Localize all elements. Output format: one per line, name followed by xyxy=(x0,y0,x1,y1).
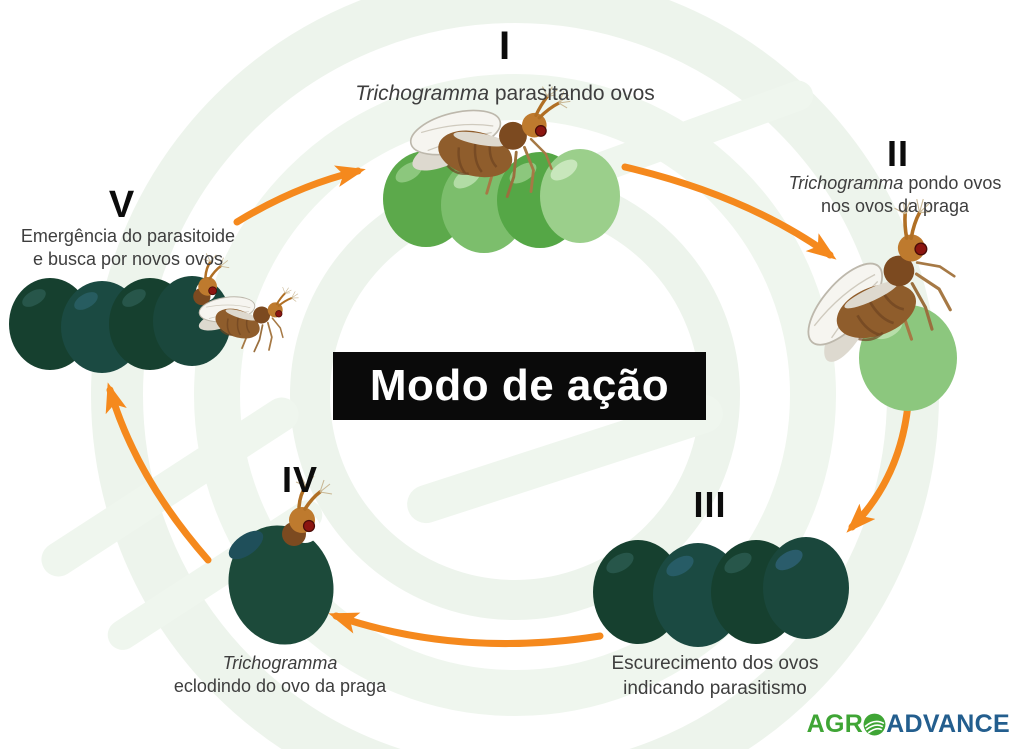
curved-cycle-arrow-icon xyxy=(105,163,912,648)
agroadvance-logo: AGR ADVANCE xyxy=(807,712,1010,737)
logo-text-advance: ADVANCE xyxy=(886,710,1010,738)
stage5-numeral: V xyxy=(108,184,136,226)
stage1-caption-species: Trichogramma xyxy=(355,82,490,105)
stage3-caption-line1: Escurecimento dos ovos xyxy=(611,653,819,674)
stage1-egg-cluster xyxy=(383,149,620,253)
stage2-caption-species: Trichogramma xyxy=(788,173,904,193)
stage5-egg-cluster xyxy=(9,252,231,373)
stage1-caption-rest: parasitando ovos xyxy=(489,82,655,105)
stage4-caption-line1: Trichogramma xyxy=(150,652,410,675)
arrow-i-to-ii xyxy=(621,163,837,260)
stage3-numeral: III xyxy=(693,484,727,525)
stage3-egg-cluster xyxy=(593,537,849,647)
stage4-egg-hatching xyxy=(228,472,334,645)
stage4-numeral: IV xyxy=(281,459,318,500)
stage3-caption: Escurecimento dos ovos indicando parasit… xyxy=(590,652,840,701)
stage4-caption-species: Trichogramma xyxy=(222,653,338,673)
stage2-caption-line1: Trichogramma pondo ovos xyxy=(770,172,1020,195)
arrow-iv-to-v xyxy=(105,382,212,564)
stage5-caption: Emergência do parasitoide e busca por no… xyxy=(8,225,248,272)
stage5-caption-line2: e busca por novos ovos xyxy=(32,249,224,270)
stage2-caption-rest: pondo ovos xyxy=(903,173,1002,193)
stage5-caption-line1: Emergência do parasitoide xyxy=(20,226,236,246)
stage2-caption: Trichogramma pondo ovos nos ovos da prag… xyxy=(770,172,1020,219)
logo-text-agro: AGR xyxy=(806,710,864,738)
arrow-iii-to-iv xyxy=(328,612,604,648)
arrow-ii-to-iii xyxy=(846,401,912,533)
stage3-caption-line2: indicando parasitismo xyxy=(623,677,807,699)
stage4-caption: Trichogramma eclodindo do ovo da praga xyxy=(150,652,410,699)
stage4-caption-line2: eclodindo do ovo da praga xyxy=(173,676,387,697)
page-title: Modo de ação xyxy=(333,352,706,420)
globe-leaf-icon xyxy=(863,713,886,736)
stage2-numeral: II xyxy=(886,133,909,174)
arrow-v-to-i xyxy=(233,165,366,226)
stage1-numeral: I xyxy=(498,24,512,68)
stage1-caption: Trichogramma parasitando ovos xyxy=(285,80,725,107)
stage2-caption-line2: nos ovos da praga xyxy=(820,196,970,217)
